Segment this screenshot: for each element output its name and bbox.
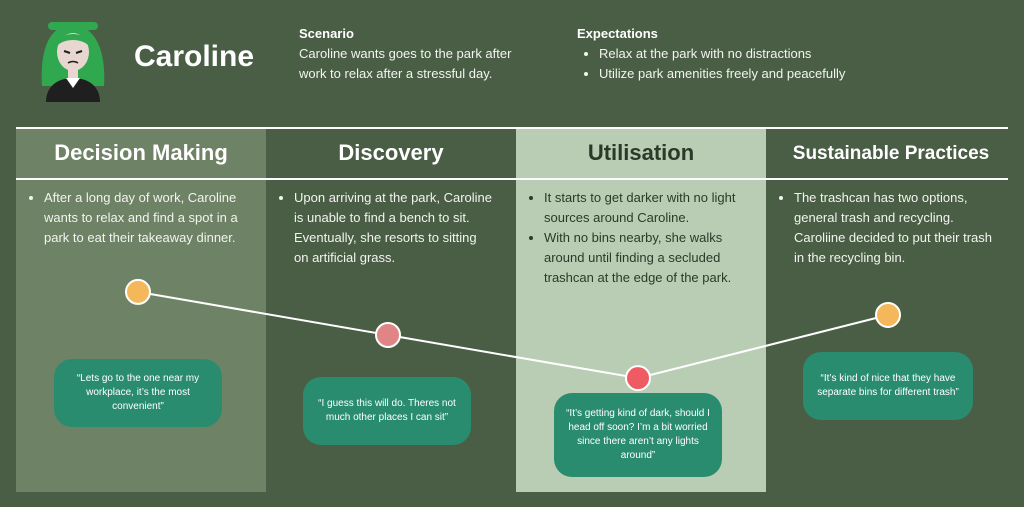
emotion-marker-decision-making xyxy=(125,278,151,305)
stage-bullet: It starts to get darker with no light so… xyxy=(544,188,742,228)
quote-bubble-discovery: “I guess this will do. Theres not much o… xyxy=(303,377,471,445)
persona-avatar xyxy=(41,22,105,102)
expectation-item: Utilize park amenities freely and peacef… xyxy=(599,64,897,84)
header-bottom-divider xyxy=(16,178,1008,180)
stage-bullet: With no bins nearby, she walks around un… xyxy=(544,228,742,288)
emotion-marker-discovery xyxy=(375,322,401,348)
scenario-block: Scenario Caroline wants goes to the park… xyxy=(299,26,539,84)
stage-bullet: After a long day of work, Caroline wants… xyxy=(44,188,242,248)
stage-description-decision-making: After a long day of work, Caroline wants… xyxy=(20,188,242,248)
stage-bullet: Upon arriving at the park, Caroline is u… xyxy=(294,188,492,268)
expectations-heading: Expectations xyxy=(577,26,658,41)
stage-bullet: The trashcan has two options, general tr… xyxy=(794,188,992,268)
scenario-heading: Scenario xyxy=(299,26,354,41)
stage-description-utilisation: It starts to get darker with no light so… xyxy=(520,188,742,288)
quote-bubble-decision-making: “Lets go to the one near my workplace, i… xyxy=(54,359,222,427)
emotion-marker-sustainable-practices xyxy=(875,301,901,328)
quote-bubble-sustainable-practices: “It’s kind of nice that they have separa… xyxy=(803,352,973,420)
quote-bubble-utilisation: “It’s getting kind of dark, should I hea… xyxy=(554,393,722,477)
decision-column-background xyxy=(16,128,266,492)
stage-description-discovery: Upon arriving at the park, Caroline is u… xyxy=(270,188,492,268)
persona-name: Caroline xyxy=(134,40,255,73)
expectations-block: Expectations Relax at the park with no d… xyxy=(577,26,897,84)
stage-title-decision-making: Decision Making xyxy=(54,140,228,165)
header-top-divider xyxy=(16,127,1008,129)
scenario-text: Caroline wants goes to the park after wo… xyxy=(299,46,512,81)
emotion-journey-line xyxy=(137,290,889,380)
stage-title-utilisation: Utilisation xyxy=(587,140,695,165)
expectation-item: Relax at the park with no distractions xyxy=(599,44,897,64)
emotion-marker-utilisation xyxy=(625,365,651,392)
stage-title-sustainable-practices: Sustainable Practices xyxy=(792,143,990,164)
stage-title-discovery: Discovery xyxy=(338,140,444,165)
stage-description-sustainable-practices: The trashcan has two options, general tr… xyxy=(770,188,992,268)
expectations-list: Relax at the park with no distractions U… xyxy=(577,44,897,84)
